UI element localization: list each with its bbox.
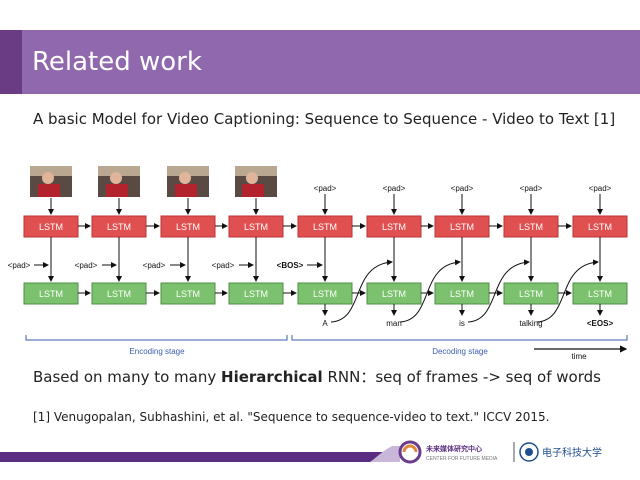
bottom-input-label: <pad> bbox=[8, 261, 31, 270]
encoding-bracket bbox=[25, 335, 288, 341]
top-input-label: <pad> bbox=[314, 184, 337, 193]
lstm-label: LSTM bbox=[39, 289, 63, 299]
top-input-label: <pad> bbox=[451, 184, 474, 193]
lstm-label: LSTM bbox=[107, 222, 131, 232]
university-name: 电子科技大学 bbox=[542, 446, 602, 459]
lstm-label: LSTM bbox=[313, 222, 337, 232]
lstm-label: LSTM bbox=[39, 222, 63, 232]
slide-subtitle: A basic Model for Video Captioning: Sequ… bbox=[33, 110, 616, 128]
decoding-stage-label: Decoding stage bbox=[432, 347, 488, 356]
time-label: time bbox=[571, 352, 587, 361]
video-frame-1 bbox=[30, 166, 72, 197]
description-prefix: Based on many to many bbox=[33, 368, 222, 386]
university-seal-icon bbox=[519, 442, 539, 462]
output-word: talking bbox=[519, 319, 542, 328]
video-frame-4 bbox=[235, 166, 277, 197]
lstm-label: LSTM bbox=[588, 222, 612, 232]
lstm-label: LSTM bbox=[382, 222, 406, 232]
seq2seq-diagram: <pad> <pad> <pad> <pad> <pad> bbox=[8, 166, 628, 361]
decoding-bracket bbox=[291, 335, 628, 341]
slide-title: Related work bbox=[32, 47, 202, 77]
bottom-input-label: <pad> bbox=[143, 261, 166, 270]
output-word: man bbox=[386, 319, 402, 328]
lstm-label: LSTM bbox=[450, 289, 474, 299]
footer-bar bbox=[0, 452, 400, 462]
future-media-logo-icon bbox=[398, 440, 422, 464]
title-bar: Related work bbox=[22, 30, 640, 94]
footer-logos: 未来媒体研究中心 CENTER FOR FUTURE MEDIA 电子科技大学 bbox=[398, 440, 602, 464]
footer-accent bbox=[370, 446, 400, 462]
lstm-label: LSTM bbox=[382, 289, 406, 299]
lstm-label: LSTM bbox=[450, 222, 474, 232]
lstm-label: LSTM bbox=[588, 289, 612, 299]
lstm-label: LSTM bbox=[244, 289, 268, 299]
video-frame-2 bbox=[98, 166, 140, 197]
description-bold: Hierarchical bbox=[221, 368, 323, 386]
lstm-label: LSTM bbox=[176, 289, 200, 299]
output-word: <EOS> bbox=[587, 319, 614, 328]
bottom-input-label: <pad> bbox=[212, 261, 235, 270]
top-input-label: <pad> bbox=[520, 184, 543, 193]
lstm-label: LSTM bbox=[313, 289, 337, 299]
output-word: is bbox=[459, 319, 465, 328]
top-input-label: <pad> bbox=[383, 184, 406, 193]
encoding-stage-label: Encoding stage bbox=[129, 347, 185, 356]
title-accent-strip bbox=[0, 30, 22, 94]
citation: [1] Venugopalan, Subhashini, et al. "Seq… bbox=[33, 410, 550, 424]
bottom-input-label: <pad> bbox=[75, 261, 98, 270]
description-suffix: ：seq of frames -> seq of words bbox=[360, 368, 601, 386]
video-frame-3 bbox=[167, 166, 209, 197]
lstm-label: LSTM bbox=[244, 222, 268, 232]
center-name-en: CENTER FOR FUTURE MEDIA bbox=[426, 456, 498, 462]
model-description: Based on many to many Hierarchical RNN：s… bbox=[33, 366, 601, 388]
lstm-label: LSTM bbox=[107, 289, 131, 299]
lstm-label: LSTM bbox=[176, 222, 200, 232]
lstm-label: LSTM bbox=[519, 289, 543, 299]
output-word: A bbox=[322, 319, 328, 328]
bottom-input-label: <BOS> bbox=[277, 261, 304, 270]
lstm-label: LSTM bbox=[519, 222, 543, 232]
top-input-label: <pad> bbox=[589, 184, 612, 193]
description-middle: RNN bbox=[322, 368, 361, 386]
center-name: 未来媒体研究中心 bbox=[426, 444, 482, 453]
